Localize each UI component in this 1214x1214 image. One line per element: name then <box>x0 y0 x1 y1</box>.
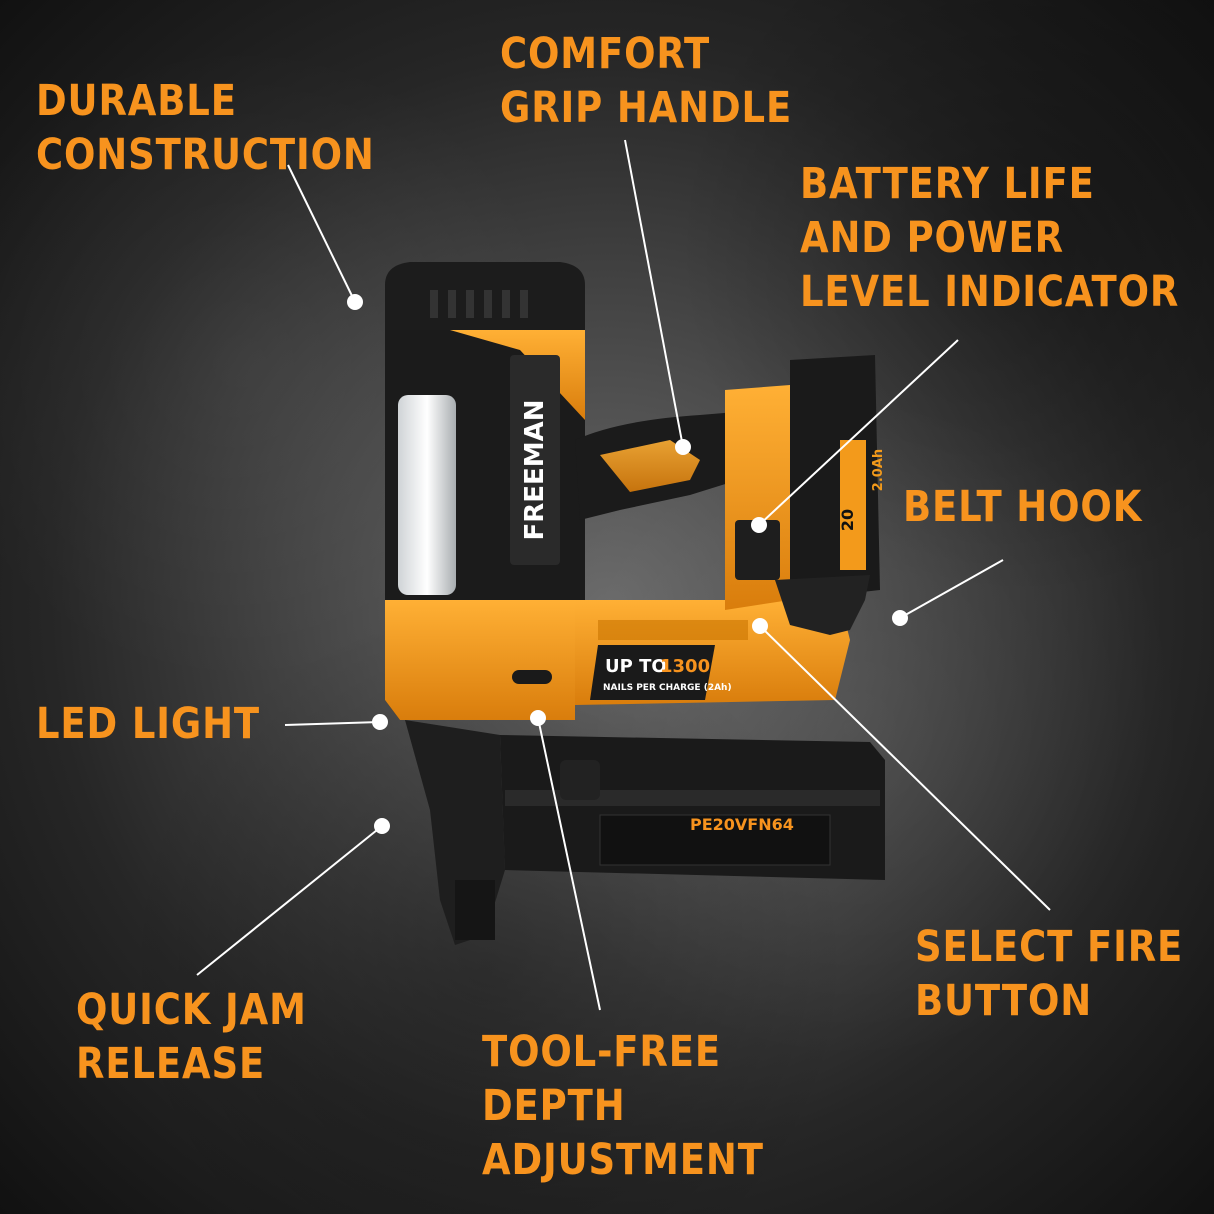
belt-hook <box>775 575 870 635</box>
capacity-badge: UP TO 1300 NAILS PER CHARGE (2Ah) <box>590 645 732 700</box>
callout-line: DEPTH <box>482 1081 626 1131</box>
depth-adjust-wheel <box>512 670 552 684</box>
callout-comfort-grip-handle: COMFORT GRIP HANDLE <box>500 27 792 135</box>
nose-assembly <box>405 720 505 945</box>
callout-line: TOOL-FREE <box>482 1027 722 1077</box>
callout-durable-construction: DURABLE CONSTRUCTION <box>36 74 375 182</box>
model-number: PE20VFN64 <box>690 815 794 834</box>
callout-line: ADJUSTMENT <box>482 1135 764 1185</box>
callout-belt-hook: BELT HOOK <box>903 480 1142 534</box>
callout-line: LEVEL INDICATOR <box>800 267 1180 317</box>
battery-voltage-text: 20 <box>838 509 857 531</box>
callout-line: COMFORT <box>500 29 711 79</box>
badge-number: 1300 <box>660 656 710 677</box>
magazine <box>500 735 885 880</box>
brand-logo: FREEMAN <box>520 399 550 540</box>
callout-line: GRIP HANDLE <box>500 83 793 133</box>
callout-line: BELT HOOK <box>903 482 1143 532</box>
callout-line: RELEASE <box>76 1039 266 1089</box>
callout-line: LED LIGHT <box>36 699 260 749</box>
callout-led-light: LED LIGHT <box>36 697 260 751</box>
callout-tool-free-depth-adjustment: TOOL-FREE DEPTH ADJUSTMENT <box>482 1025 764 1187</box>
badge-prefix: UP TO <box>605 656 667 677</box>
callout-line: BATTERY LIFE <box>800 159 1095 209</box>
callout-line: DURABLE <box>36 76 237 126</box>
battery-pack: 20 2.0Ah <box>790 355 886 600</box>
callout-select-fire-button: SELECT FIRE BUTTON <box>915 920 1183 1028</box>
callout-line: BUTTON <box>915 976 1093 1026</box>
callout-line: QUICK JAM <box>76 985 307 1035</box>
callout-battery-indicator: BATTERY LIFE AND POWER LEVEL INDICATOR <box>800 157 1179 319</box>
battery-capacity-text: 2.0Ah <box>871 449 886 491</box>
led-light <box>398 395 456 595</box>
top-cap-ribs <box>430 290 528 318</box>
badge-subtext: NAILS PER CHARGE (2Ah) <box>603 683 732 693</box>
callout-line: AND POWER <box>800 213 1064 263</box>
callout-line: SELECT FIRE <box>915 922 1184 972</box>
callout-quick-jam-release: QUICK JAM RELEASE <box>76 983 307 1091</box>
callout-line: CONSTRUCTION <box>36 130 375 180</box>
